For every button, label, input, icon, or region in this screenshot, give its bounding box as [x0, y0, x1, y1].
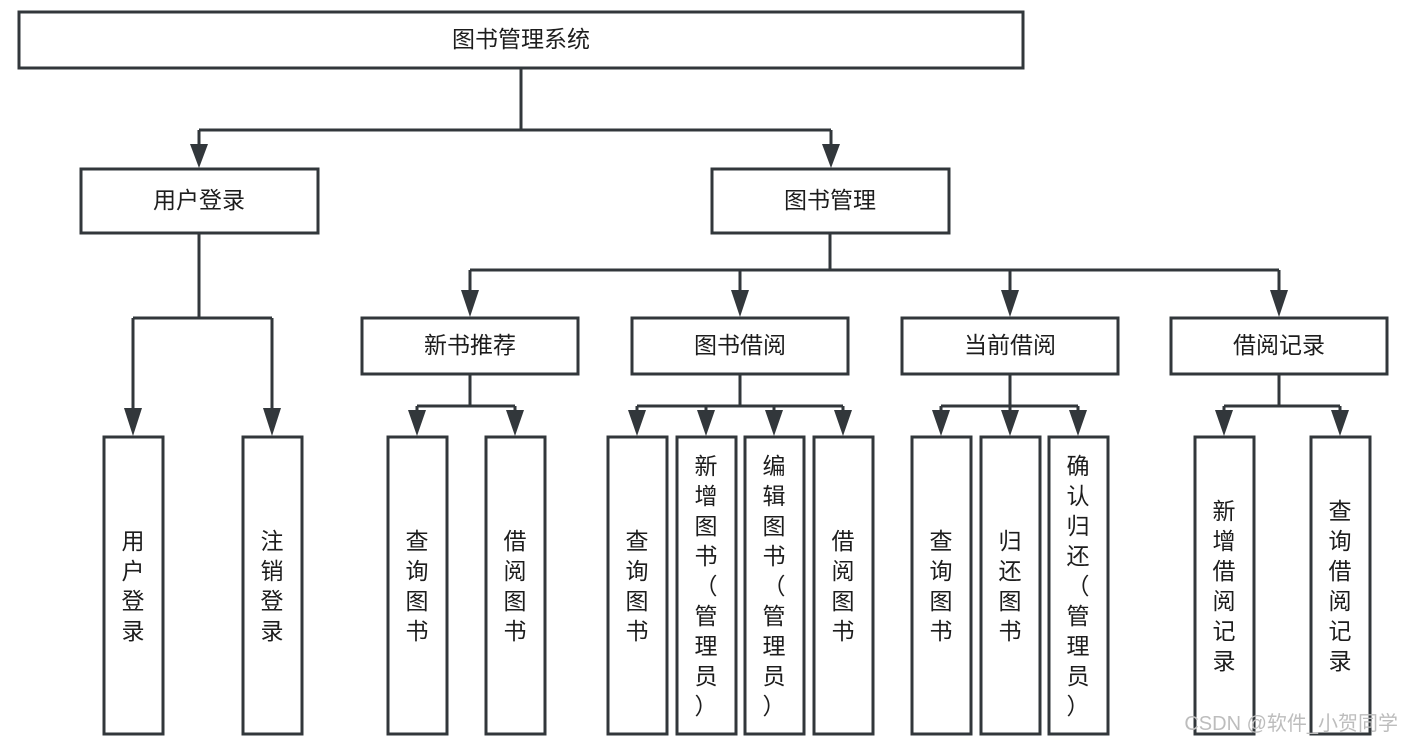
node-leaf-borrow-book-1-box[interactable]	[484, 435, 547, 736]
arrow-head-icon	[1001, 410, 1019, 436]
connector-layer	[124, 68, 1349, 436]
node-leaf-borrow-book-1[interactable]: 借阅图书	[484, 435, 547, 736]
arrow-head-icon	[124, 408, 142, 436]
node-borrow-record-label: 借阅记录	[1233, 332, 1325, 358]
node-new-book-recommend-label: 新书推荐	[424, 332, 516, 358]
node-leaf-add-record-box[interactable]	[1193, 435, 1256, 736]
node-leaf-user-login[interactable]: 用户登录	[102, 435, 165, 736]
node-leaf-confirm-return[interactable]: 确认归还（管理员）	[1047, 435, 1110, 736]
node-leaf-logout-login-label: 注销登录	[261, 528, 284, 644]
node-leaf-logout-login-box[interactable]	[241, 435, 304, 736]
node-book-manage-box[interactable]	[710, 167, 951, 235]
node-leaf-add-book-label: 新增图书（管理员）	[695, 453, 718, 719]
node-user-login-box[interactable]	[79, 167, 320, 235]
node-new-book-recommend[interactable]: 新书推荐	[360, 316, 580, 376]
arrow-head-icon	[1270, 290, 1288, 317]
node-root-label: 图书管理系统	[452, 26, 590, 52]
node-leaf-query-book-1-label: 查询图书	[406, 528, 429, 644]
arrow-head-icon	[731, 290, 749, 317]
node-leaf-edit-book-box[interactable]	[743, 435, 806, 736]
node-leaf-confirm-return-label: 确认归还（管理员）	[1067, 453, 1090, 719]
arrow-head-icon	[1001, 290, 1019, 317]
node-leaf-return-book-label: 归还图书	[999, 528, 1022, 644]
arrow-head-icon	[628, 410, 646, 436]
node-borrow-record[interactable]: 借阅记录	[1169, 316, 1389, 376]
node-leaf-borrow-book-1-label: 借阅图书	[504, 528, 527, 644]
node-book-borrow[interactable]: 图书借阅	[630, 316, 850, 376]
node-current-borrow[interactable]: 当前借阅	[900, 316, 1120, 376]
node-root[interactable]: 图书管理系统	[17, 10, 1025, 70]
node-leaf-add-record-label: 新增借阅记录	[1213, 498, 1236, 674]
watermark-label: CSDN @软件_小贺同学	[1184, 712, 1398, 735]
node-user-login[interactable]: 用户登录	[79, 167, 320, 235]
node-leaf-return-book[interactable]: 归还图书	[979, 435, 1042, 736]
node-leaf-add-book-box[interactable]	[675, 435, 738, 736]
node-leaf-query-book-2-label: 查询图书	[626, 528, 649, 644]
node-leaf-add-record[interactable]: 新增借阅记录	[1193, 435, 1256, 736]
node-leaf-add-book[interactable]: 新增图书（管理员）	[675, 435, 738, 736]
node-leaf-edit-book[interactable]: 编辑图书（管理员）	[743, 435, 806, 736]
node-leaf-logout-login[interactable]: 注销登录	[241, 435, 304, 736]
node-leaf-query-record[interactable]: 查询借阅记录	[1309, 435, 1372, 736]
node-new-book-recommend-box[interactable]	[360, 316, 580, 376]
node-leaf-confirm-return-box[interactable]	[1047, 435, 1110, 736]
node-book-manage[interactable]: 图书管理	[710, 167, 951, 235]
node-root-box[interactable]	[17, 10, 1025, 70]
node-leaf-borrow-book-2-label: 借阅图书	[832, 528, 855, 644]
node-book-borrow-label: 图书借阅	[694, 332, 786, 358]
node-current-borrow-box[interactable]	[900, 316, 1120, 376]
node-leaf-query-book-3-label: 查询图书	[930, 528, 953, 644]
arrow-head-icon	[1215, 410, 1233, 436]
arrow-head-icon	[190, 144, 208, 168]
node-leaf-return-book-box[interactable]	[979, 435, 1042, 736]
arrow-head-icon	[1069, 410, 1087, 436]
node-leaf-query-book-1-box[interactable]	[386, 435, 449, 736]
arrow-head-icon	[765, 410, 783, 436]
arrow-head-icon	[408, 410, 426, 436]
node-book-manage-label: 图书管理	[784, 187, 876, 213]
node-book-borrow-box[interactable]	[630, 316, 850, 376]
node-leaf-edit-book-label: 编辑图书（管理员）	[763, 453, 786, 719]
node-leaf-borrow-book-2-box[interactable]	[812, 435, 875, 736]
arrow-head-icon	[506, 410, 524, 436]
node-leaf-query-record-box[interactable]	[1309, 435, 1372, 736]
node-leaf-query-book-3-box[interactable]	[910, 435, 973, 736]
node-leaf-query-book-3[interactable]: 查询图书	[910, 435, 973, 736]
node-leaf-query-book-1[interactable]: 查询图书	[386, 435, 449, 736]
arrow-head-icon	[822, 144, 840, 168]
node-leaf-query-book-2-box[interactable]	[606, 435, 669, 736]
arrow-head-icon	[1331, 410, 1349, 436]
node-borrow-record-box[interactable]	[1169, 316, 1389, 376]
node-leaf-user-login-label: 用户登录	[122, 528, 145, 644]
node-leaf-query-record-label: 查询借阅记录	[1329, 498, 1352, 674]
arrow-head-icon	[834, 410, 852, 436]
arrow-head-icon	[697, 410, 715, 436]
arrow-head-icon	[932, 410, 950, 436]
arrow-head-icon	[461, 290, 479, 317]
node-leaf-borrow-book-2[interactable]: 借阅图书	[812, 435, 875, 736]
node-user-login-label: 用户登录	[153, 187, 245, 213]
arrow-head-icon	[263, 408, 281, 436]
node-leaf-query-book-2[interactable]: 查询图书	[606, 435, 669, 736]
node-current-borrow-label: 当前借阅	[964, 332, 1056, 358]
node-leaf-user-login-box[interactable]	[102, 435, 165, 736]
